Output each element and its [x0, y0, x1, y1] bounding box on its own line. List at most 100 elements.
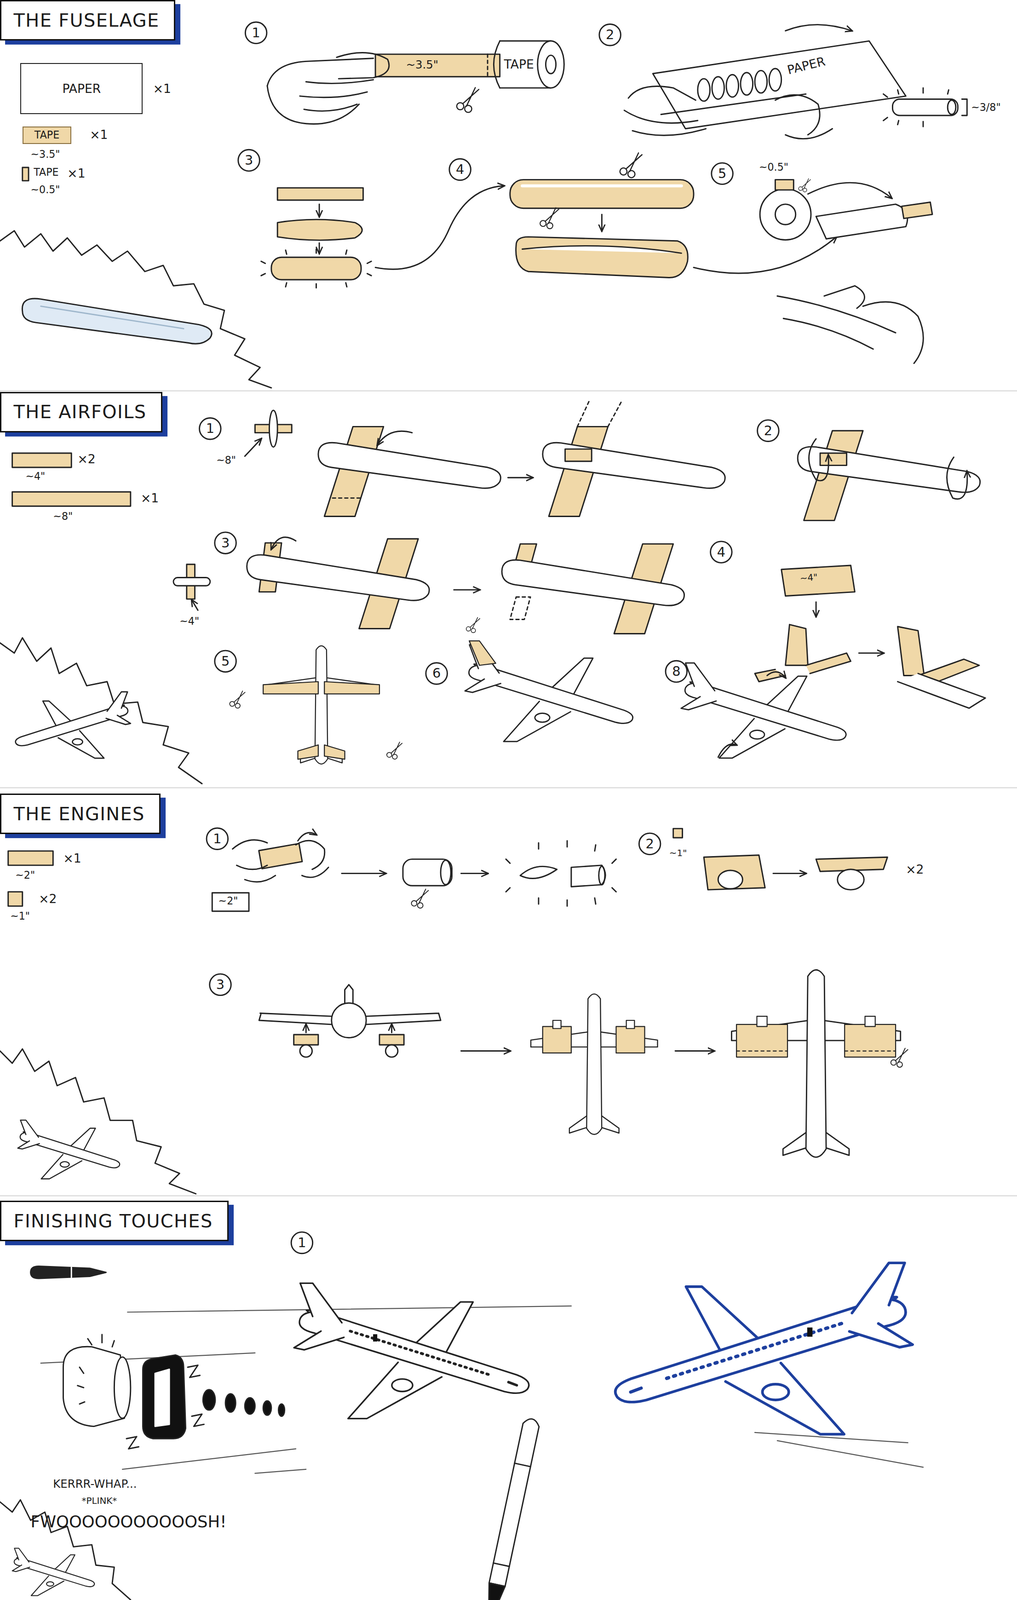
fuselage-tail	[501, 559, 685, 606]
engine-parts	[571, 865, 606, 887]
wing-icon	[269, 410, 278, 448]
step-circle	[711, 162, 734, 185]
quantity: ×1	[140, 490, 159, 506]
paper-roll	[712, 76, 725, 100]
paper-tube	[892, 98, 958, 115]
engine-closeup	[114, 1356, 131, 1419]
step-circle	[449, 158, 472, 181]
fuselage-wing	[542, 400, 726, 517]
front-view-plane	[385, 1044, 398, 1058]
section-divider	[0, 390, 1017, 1196]
tape-roll	[493, 40, 564, 88]
fuselage-wing	[797, 446, 981, 493]
hand	[785, 128, 833, 139]
marker-pen	[483, 1582, 506, 1600]
dimension: ~4"	[799, 572, 818, 585]
tail-icon	[173, 564, 211, 611]
heading-text: FINISHING TOUCHES	[13, 1210, 213, 1232]
scissors	[466, 617, 481, 633]
burst-zigzag	[0, 1048, 196, 1194]
heading-text: THE AIRFOILS	[13, 401, 147, 423]
engine-tube	[440, 860, 451, 885]
paper-tube	[883, 87, 967, 127]
dimension: ~2"	[218, 894, 239, 908]
hand	[783, 318, 874, 350]
dimension: ~8"	[52, 510, 73, 523]
quantity: ×2	[38, 891, 57, 907]
dimension: ~4"	[25, 470, 46, 483]
front-view-plane	[379, 1034, 404, 1045]
hand	[267, 52, 390, 124]
part-name: PAPER	[62, 81, 101, 97]
fuselage-tail	[247, 537, 480, 629]
hand	[624, 86, 833, 139]
top-view-plane	[530, 994, 658, 1135]
tape-trim	[263, 681, 319, 695]
step-circle	[599, 23, 621, 46]
scissors	[386, 741, 403, 759]
tape-strip	[271, 257, 362, 280]
section-divider	[0, 787, 1017, 788]
scissors	[798, 178, 811, 192]
hand	[862, 301, 924, 364]
hand	[258, 843, 303, 869]
engine-mount	[865, 1016, 876, 1027]
tape-strip	[318, 242, 321, 253]
quantity: ×2	[77, 451, 96, 467]
fuselage-tail	[501, 543, 685, 634]
engine-tube	[460, 872, 488, 874]
step-circle	[425, 662, 448, 685]
bend-arrow	[718, 743, 737, 757]
engine-closeup	[263, 1400, 272, 1415]
tape-roll	[775, 179, 794, 190]
finished-fuselage	[22, 298, 212, 344]
tail-icon	[191, 599, 198, 610]
tape-strip	[261, 185, 505, 288]
step-arrow	[675, 1050, 714, 1052]
scissors	[540, 207, 559, 230]
tape-trim	[324, 681, 380, 695]
fin-tape	[785, 624, 809, 666]
small-plane	[12, 1547, 95, 1596]
tail-icon	[173, 577, 211, 587]
fuselage-wing	[577, 400, 623, 427]
hand	[775, 94, 820, 135]
engine-mount	[615, 1026, 645, 1053]
scissors	[456, 87, 479, 113]
tape-roll	[537, 40, 565, 88]
paper-sheet	[652, 40, 906, 129]
hand	[341, 872, 386, 874]
step-number: 4	[711, 541, 732, 563]
quantity: ×1	[63, 850, 81, 866]
fin-tape	[781, 565, 856, 597]
label-box	[212, 892, 249, 912]
plane	[681, 662, 847, 759]
tape-trim	[324, 744, 345, 759]
step-circle	[206, 827, 229, 850]
section-heading: THE AIRFOILS	[0, 391, 163, 433]
scissors	[890, 1048, 908, 1068]
tape-piece	[22, 167, 29, 181]
engine-closeup	[142, 1354, 186, 1439]
step-circle	[199, 22, 780, 1254]
heading-text: THE ENGINES	[13, 803, 145, 825]
engine-mount	[736, 1050, 896, 1052]
fuselage-end	[815, 204, 908, 239]
quantity: ×1	[67, 166, 86, 181]
tape-strip	[261, 248, 372, 288]
step-circle	[209, 973, 232, 996]
fuselage-wing	[377, 430, 413, 445]
step-circle	[214, 532, 237, 554]
marker-icon	[70, 1267, 73, 1278]
burst-zigzag	[0, 1048, 196, 1194]
burst-zigzag	[0, 637, 202, 784]
rotate-arrow	[809, 438, 968, 500]
engine-closeup	[278, 1403, 285, 1417]
small-plane	[17, 1120, 121, 1179]
tape-strip	[277, 187, 363, 201]
tape-strip	[487, 54, 489, 77]
step-circle	[214, 650, 237, 673]
engine-mount	[844, 1024, 896, 1058]
paper-roll	[754, 70, 768, 93]
